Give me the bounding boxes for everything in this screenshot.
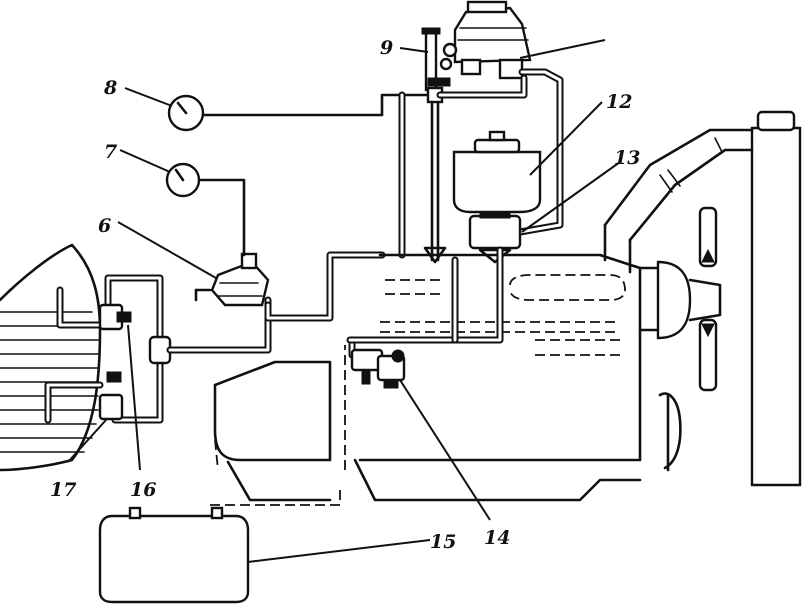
callout-17: 17 — [50, 479, 76, 501]
callout-16: 16 — [130, 479, 156, 501]
fine-filter — [194, 251, 386, 322]
pressure-gauge-8 — [167, 93, 432, 132]
coarse-filter-12 — [452, 130, 542, 264]
callout-9: 9 — [380, 37, 393, 59]
high-pressure-pump — [398, 0, 564, 264]
callout-15: 15 — [430, 531, 456, 553]
pressure-gauge-7 — [165, 162, 246, 257]
callout-12: 12 — [606, 91, 632, 113]
callout-6: 6 — [98, 215, 111, 237]
callout-13: 13 — [614, 147, 640, 169]
leader-lines — [67, 39, 621, 563]
radiator — [603, 110, 802, 487]
callout-14: 14 — [484, 527, 510, 549]
valve-14 — [350, 348, 406, 389]
callout-labels: 8 7 6 9 12 13 14 15 16 17 — [50, 37, 640, 553]
left-vessel — [0, 243, 104, 472]
callout-7: 7 — [104, 141, 117, 163]
engine-block — [210, 246, 642, 506]
callout-8: 8 — [103, 77, 117, 99]
valve-17-lower — [98, 393, 124, 421]
fan-pulley — [638, 260, 722, 472]
fuel-tank-15 — [98, 506, 250, 604]
